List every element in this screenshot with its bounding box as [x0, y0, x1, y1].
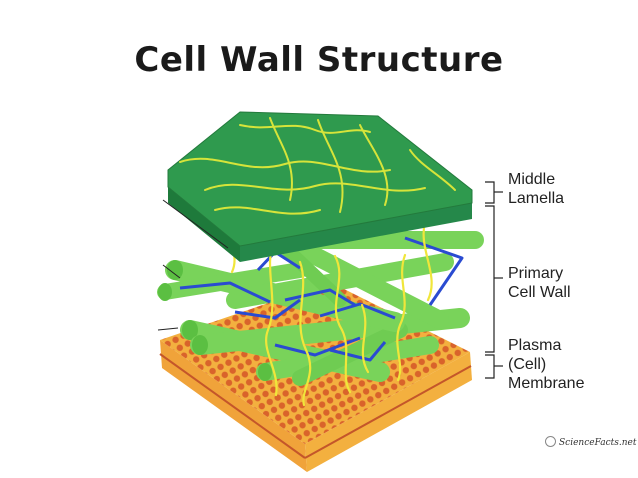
watermark-text: ScienceFacts.net — [559, 438, 637, 448]
label-primary-cell-wall: Primary Cell Wall — [508, 265, 571, 301]
fibril-end — [182, 320, 198, 340]
label-plasma-membrane: Plasma (Cell) Membrane — [508, 337, 585, 392]
watermark: ScienceFacts.net — [545, 436, 637, 448]
logo-icon — [545, 436, 556, 447]
pectin-strands — [229, 220, 433, 407]
left-pointer-lines — [157, 199, 229, 331]
diagram-title: Cell Wall Structure — [134, 40, 504, 80]
label-middle-lamella: Middle Lamella — [508, 171, 565, 207]
middle-lamella — [167, 111, 473, 262]
label-brackets — [485, 181, 503, 379]
